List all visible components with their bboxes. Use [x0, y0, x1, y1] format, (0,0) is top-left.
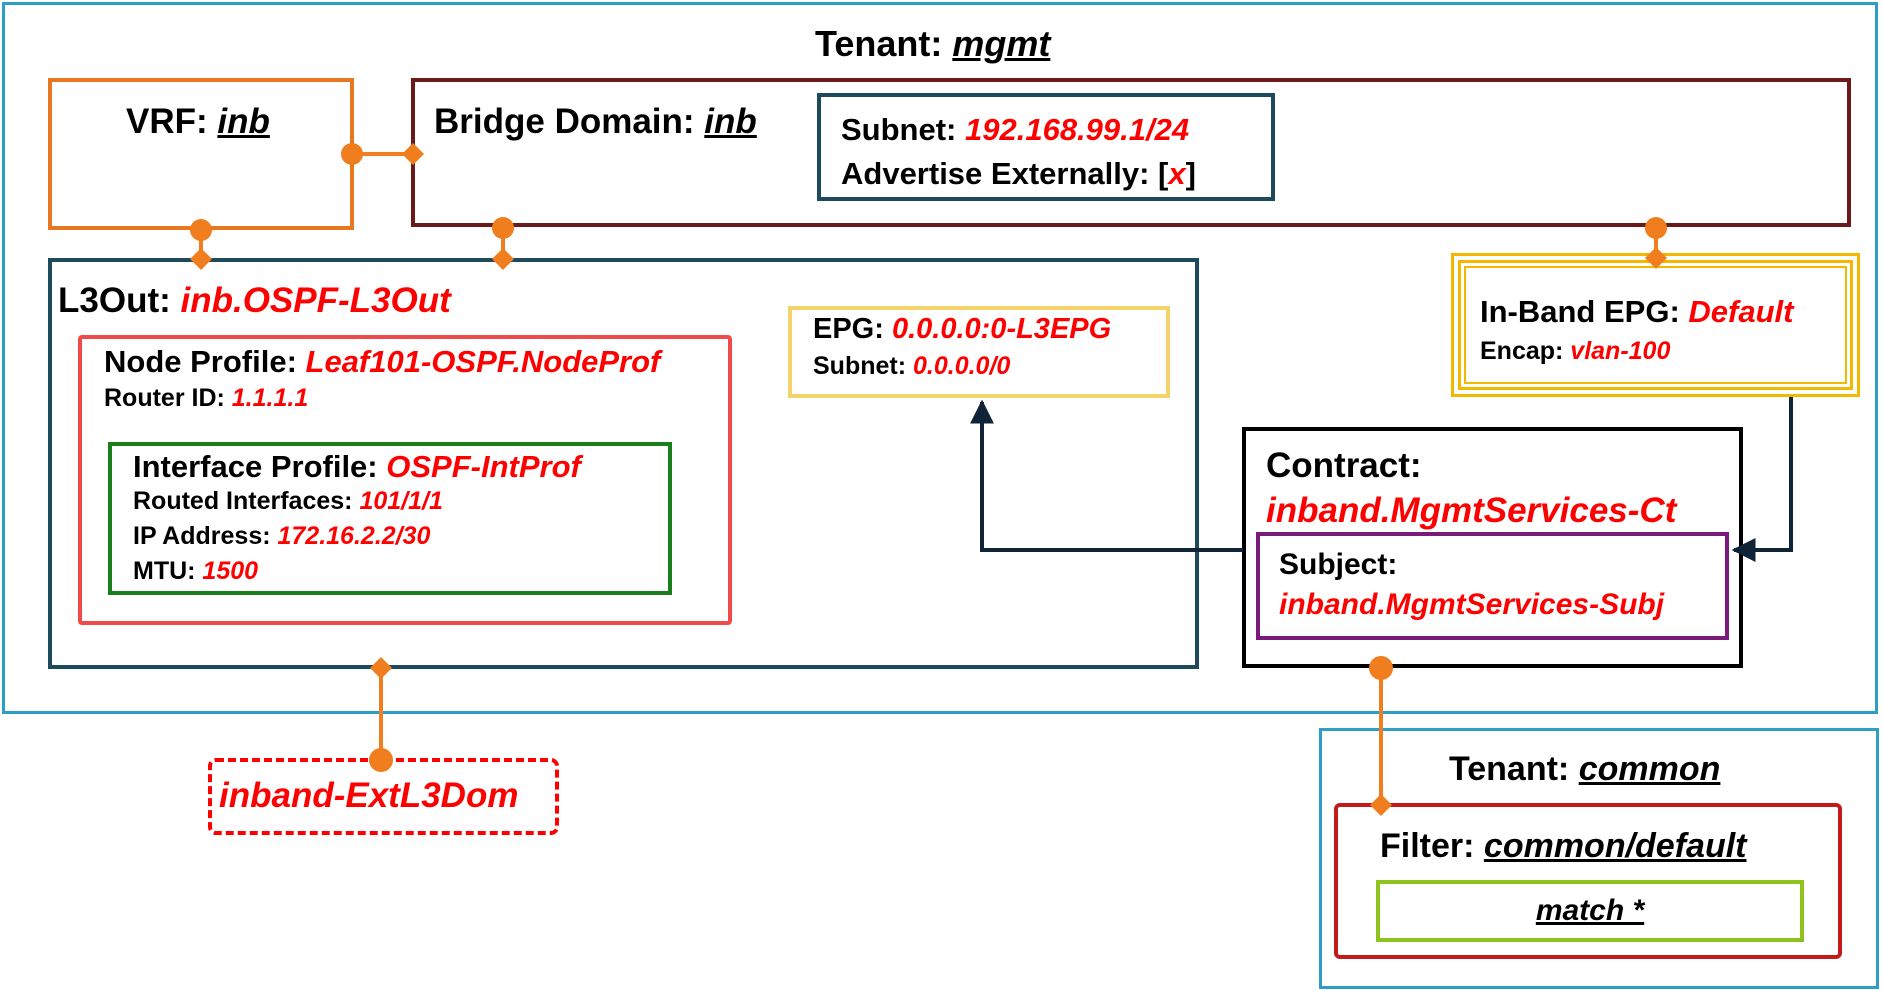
bd-inband-connector	[1645, 217, 1667, 269]
l3epg-box	[788, 306, 1170, 398]
l3out-title: L3Out: inb.OSPF-L3Out	[58, 283, 451, 318]
router-id-label: Router ID:	[104, 384, 232, 412]
subject-label: Subject:	[1279, 548, 1398, 581]
l3epg-subnet-label: Subnet:	[813, 352, 913, 380]
ext-l3-domain-name: inband-ExtL3Dom	[219, 776, 519, 815]
l3out-domain-connector	[369, 657, 393, 772]
subject-name: inband.MgmtServices-Subj	[1279, 588, 1665, 621]
node-profile-label: Node Profile:	[104, 344, 306, 379]
inband-to-contract-arrow	[1731, 397, 1793, 562]
tenant-common-name: common	[1578, 750, 1721, 788]
tenant-mgmt-label: Tenant:	[815, 23, 953, 64]
routed-interfaces-line: Routed Interfaces: 101/1/1	[133, 489, 443, 514]
ip-address-label: IP Address:	[133, 522, 278, 550]
router-id-value: 1.1.1.1	[231, 384, 309, 412]
filter-name: common/default	[1483, 827, 1747, 865]
tenant-common-title: Tenant: common	[1449, 752, 1720, 786]
l3epg-subnet-value: 0.0.0.0/0	[913, 352, 1011, 380]
inband-epg-name: Default	[1688, 294, 1794, 329]
mtu-label: MTU:	[133, 557, 203, 585]
connector-dot	[1369, 656, 1393, 680]
connector-diamond	[492, 248, 514, 270]
connector-dot	[369, 748, 393, 772]
tenant-common-label: Tenant:	[1449, 750, 1579, 788]
routed-interfaces-label: Routed Interfaces:	[133, 487, 360, 515]
filter-label: Filter:	[1380, 827, 1484, 865]
vrf-bd-connector	[341, 143, 424, 165]
bd-subnet-line: Subnet: 192.168.99.1/24	[841, 114, 1189, 145]
bd-advertise-open: [	[1158, 156, 1169, 191]
bd-advertise-line: Advertise Externally: [x]	[841, 158, 1196, 189]
inband-encap-label: Encap:	[1480, 337, 1571, 365]
l3out-label: L3Out:	[58, 281, 181, 320]
connector-diamond	[402, 143, 424, 165]
bd-subnet-value: 192.168.99.1/24	[965, 112, 1190, 147]
contract-to-l3epg-arrow	[970, 399, 1243, 552]
inband-encap-value: vlan-100	[1570, 337, 1671, 365]
match-box	[1376, 880, 1804, 942]
match-text: match *	[1535, 894, 1645, 927]
mtu-value: 1500	[202, 557, 259, 585]
tenant-mgmt-name: mgmt	[952, 23, 1051, 64]
inband-epg-label: In-Band EPG:	[1480, 294, 1689, 329]
inband-epg-title: In-Band EPG: Default	[1480, 296, 1793, 327]
connector-diamond	[370, 657, 392, 679]
filter-title: Filter: common/default	[1380, 829, 1746, 863]
connector-dot	[190, 219, 212, 241]
bd-advertise-value: x	[1168, 156, 1186, 191]
connector-dot	[341, 143, 363, 165]
ip-address-line: IP Address: 172.16.2.2/30	[133, 524, 430, 549]
connector-dot	[492, 217, 514, 239]
inband-encap-line: Encap: vlan-100	[1480, 339, 1670, 364]
interface-profile-label: Interface Profile:	[133, 449, 387, 484]
bridge-domain-title: Bridge Domain: inb	[434, 104, 757, 139]
l3epg-name: 0.0.0.0:0-L3EPG	[891, 313, 1112, 345]
tenant-mgmt-box	[2, 2, 1878, 714]
l3out-name: inb.OSPF-L3Out	[180, 281, 451, 320]
connector-diamond	[1370, 794, 1392, 816]
vrf-l3out-connector	[190, 219, 212, 270]
node-profile-box	[78, 335, 732, 625]
bd-advertise-label: Advertise Externally:	[841, 156, 1159, 191]
interface-profile-box	[108, 442, 672, 595]
l3out-box	[48, 258, 1199, 669]
connector-diamond	[190, 248, 212, 270]
bd-subnet-label: Subnet:	[841, 112, 965, 147]
bridge-domain-name: inb	[704, 102, 757, 141]
vrf-label: VRF:	[126, 102, 218, 141]
node-profile-name: Leaf101-OSPF.NodeProf	[305, 344, 661, 379]
bridge-domain-label: Bridge Domain:	[434, 102, 705, 141]
filter-box	[1334, 803, 1842, 959]
mtu-line: MTU: 1500	[133, 559, 258, 584]
connector-dot	[1645, 217, 1667, 239]
bd-l3out-connector	[492, 217, 514, 270]
connector-diamond	[1645, 247, 1667, 269]
contract-name: inband.MgmtServices-Ct	[1266, 491, 1677, 530]
routed-interfaces-value: 101/1/1	[359, 487, 443, 515]
router-id-line: Router ID: 1.1.1.1	[104, 386, 308, 411]
l3epg-subnet-line: Subnet: 0.0.0.0/0	[813, 354, 1010, 379]
bd-subnet-box	[817, 93, 1275, 201]
bd-advertise-close: ]	[1185, 156, 1196, 191]
contract-label: Contract:	[1266, 446, 1422, 485]
ip-address-value: 172.16.2.2/30	[277, 522, 431, 550]
contract-filter-connector	[1369, 656, 1393, 816]
tenant-common-box	[1319, 728, 1879, 989]
vrf-name: inb	[217, 102, 270, 141]
interface-profile-title: Interface Profile: OSPF-IntProf	[133, 451, 581, 482]
node-profile-title: Node Profile: Leaf101-OSPF.NodeProf	[104, 346, 660, 377]
subject-box	[1256, 532, 1729, 640]
l3epg-title: EPG: 0.0.0.0:0-L3EPG	[813, 315, 1111, 344]
vrf-title: VRF: inb	[126, 104, 270, 139]
interface-profile-name: OSPF-IntProf	[386, 449, 581, 484]
l3epg-label: EPG:	[813, 313, 892, 345]
tenant-mgmt-title: Tenant: mgmt	[815, 26, 1050, 62]
